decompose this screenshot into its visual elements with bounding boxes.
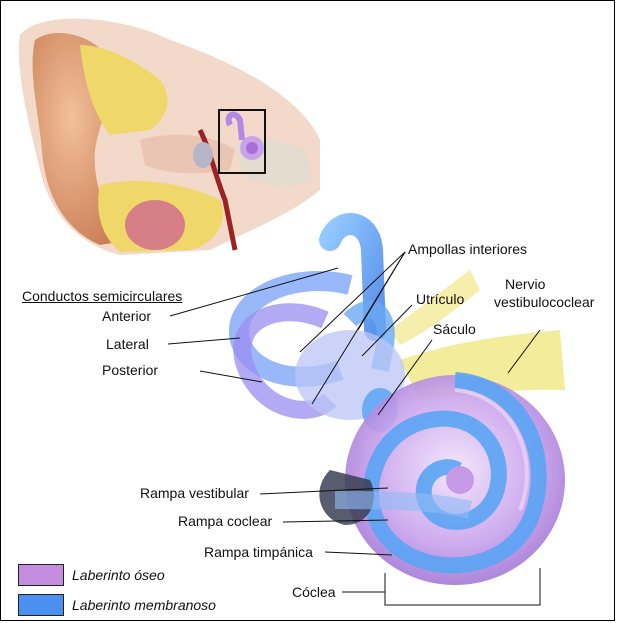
label-posterior: Posterior bbox=[102, 362, 158, 378]
label-nervio-2: vestibulococlear bbox=[494, 294, 594, 310]
label-saculo: Sáculo bbox=[433, 321, 476, 337]
cochlea-spiral bbox=[345, 375, 565, 585]
label-lateral: Lateral bbox=[106, 336, 149, 352]
label-utriculo: Utrículo bbox=[416, 291, 464, 307]
legend-swatch-membranous bbox=[18, 594, 64, 616]
legend-swatch-bony bbox=[18, 564, 64, 586]
label-nervio-1: Nervio bbox=[505, 276, 545, 292]
label-rampa-vestibular: Rampa vestibular bbox=[140, 485, 249, 501]
label-ampollas: Ampollas interiores bbox=[408, 241, 527, 257]
label-anterior: Anterior bbox=[102, 308, 151, 324]
legend-label-membranous: Laberinto membranoso bbox=[72, 597, 216, 613]
outer-ear-thumbnail bbox=[19, 19, 320, 255]
heading-semicircular-canals: Conductos semicirculares bbox=[22, 288, 182, 304]
legend-label-bony: Laberinto óseo bbox=[72, 567, 165, 583]
label-rampa-coclear: Rampa coclear bbox=[178, 513, 272, 529]
label-rampa-timpanica: Rampa timpánica bbox=[204, 544, 313, 560]
label-coclea: Cóclea bbox=[292, 584, 336, 600]
